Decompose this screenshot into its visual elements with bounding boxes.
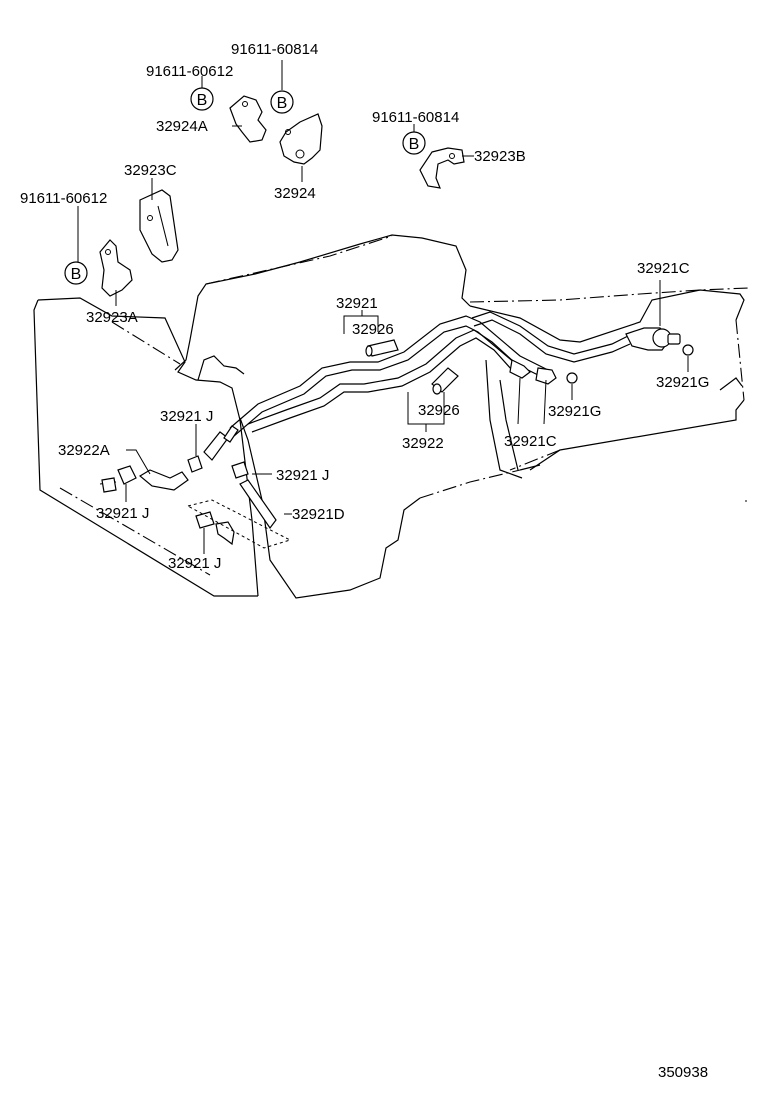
- bracket-32923B: [419, 147, 465, 189]
- leader-lines: [77, 60, 689, 554]
- label-32921J-c: 32921 J: [96, 505, 149, 522]
- bolt-symbol-2: B: [270, 90, 294, 114]
- bracket-32923C: [139, 189, 179, 263]
- label-32926-upper: 32926: [352, 321, 394, 338]
- label-32922A: 32922A: [58, 442, 110, 459]
- label-32924: 32924: [274, 185, 316, 202]
- bolt-symbol-text: B: [277, 95, 288, 112]
- label-32921J-a: 32921 J: [160, 408, 213, 425]
- label-32921J-d: 32921 J: [168, 555, 221, 572]
- bracket-32923A: [99, 239, 133, 297]
- label-bolt-60814-top: 91611-60814: [231, 41, 318, 58]
- label-32926-lower: 32926: [418, 402, 460, 419]
- label-32923B: 32923B: [474, 148, 526, 165]
- bracket-32924: [279, 113, 323, 165]
- bolt-symbol-text: B: [71, 266, 82, 283]
- label-32921G-mid: 32921G: [548, 403, 601, 420]
- label-32924A: 32924A: [156, 118, 208, 135]
- left-hoses: [99, 425, 292, 549]
- label-bolt-60612-left: 91611-60612: [20, 190, 107, 207]
- bolt-symbol-3: B: [402, 131, 426, 155]
- label-32921G-right: 32921G: [656, 374, 709, 391]
- label-32921J-b: 32921 J: [276, 467, 329, 484]
- hose-32926-lower: [431, 367, 459, 395]
- diagram-number: 350938: [658, 1064, 708, 1081]
- label-32921D: 32921D: [292, 506, 345, 523]
- bolt-symbol-text: B: [197, 92, 208, 109]
- bolt-symbol-1: B: [190, 87, 214, 111]
- engine-outline: [174, 234, 749, 599]
- bolt-symbol-4: B: [64, 261, 88, 285]
- right-hose-fittings: [509, 327, 694, 385]
- bracket-32924A: [229, 95, 267, 143]
- label-32921: 32921: [336, 295, 378, 312]
- label-32923C: 32923C: [124, 162, 177, 179]
- part-labels: 91611-60814 91611-60612 32924A 32924 916…: [20, 41, 709, 1081]
- label-32922: 32922: [402, 435, 444, 452]
- bolt-symbol-text: B: [409, 136, 420, 153]
- label-bolt-60814-right: 91611-60814: [372, 109, 459, 126]
- label-32921C-mid: 32921C: [504, 433, 557, 450]
- label-32921C-right: 32921C: [637, 260, 690, 277]
- label-32923A: 32923A: [86, 309, 138, 326]
- hose-32926-upper: [365, 339, 399, 357]
- label-bolt-60612-top: 91611-60612: [146, 63, 233, 80]
- fuel-tubes: [229, 311, 631, 437]
